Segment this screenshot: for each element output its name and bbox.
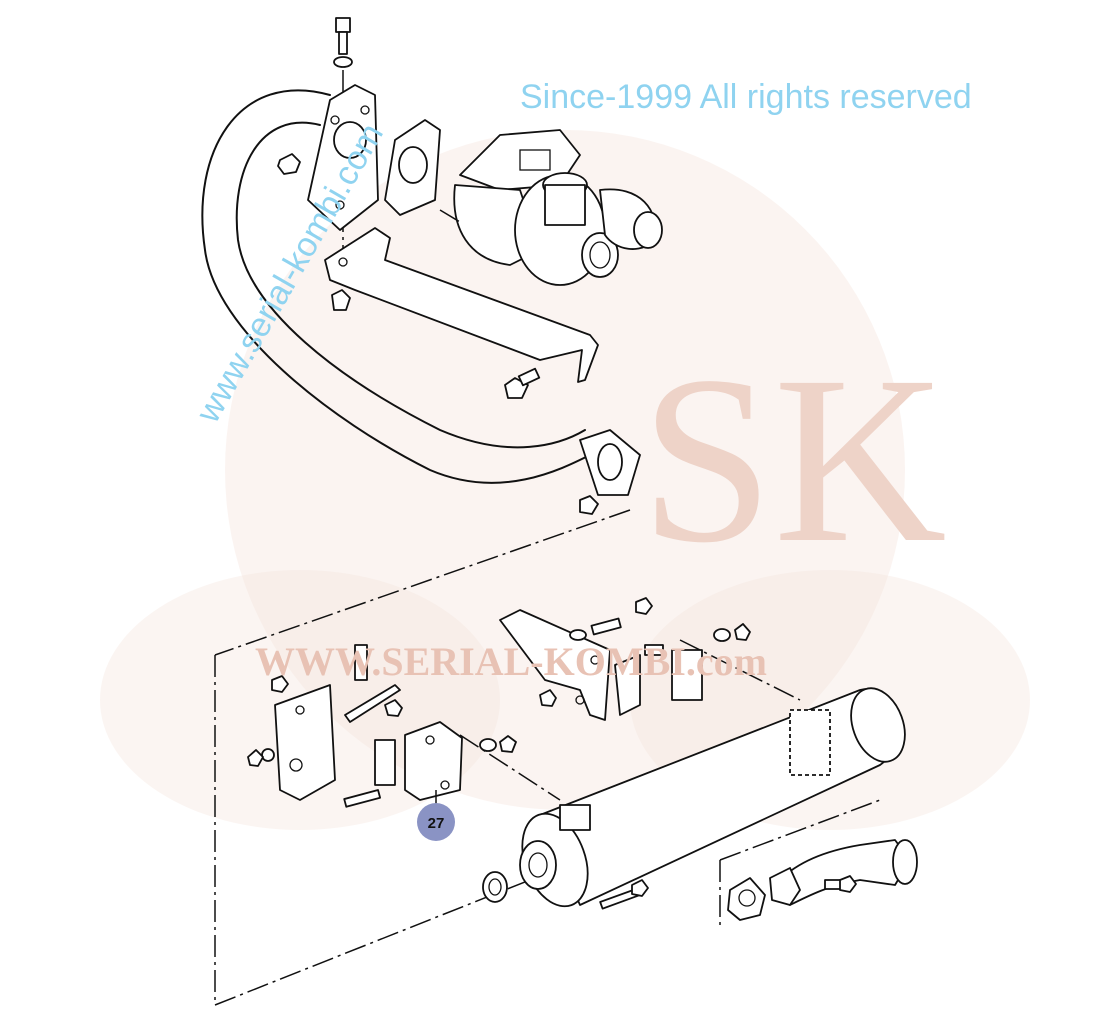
- upper-exhaust-assembly: [201, 17, 663, 515]
- assembly-outline: [214, 509, 881, 1006]
- watermark-copyright-text: Since-1999 All rights reserved: [520, 78, 972, 116]
- lower-exhaust-assembly: [247, 597, 918, 921]
- watermark-logo-text: WWW.SERIAL-KOMBI.com: [255, 639, 767, 684]
- callout-label: 27: [428, 815, 445, 832]
- callout-badge[interactable]: [417, 803, 455, 841]
- watermark-monogram: SK: [640, 326, 947, 592]
- callout-27[interactable]: 27: [417, 790, 455, 841]
